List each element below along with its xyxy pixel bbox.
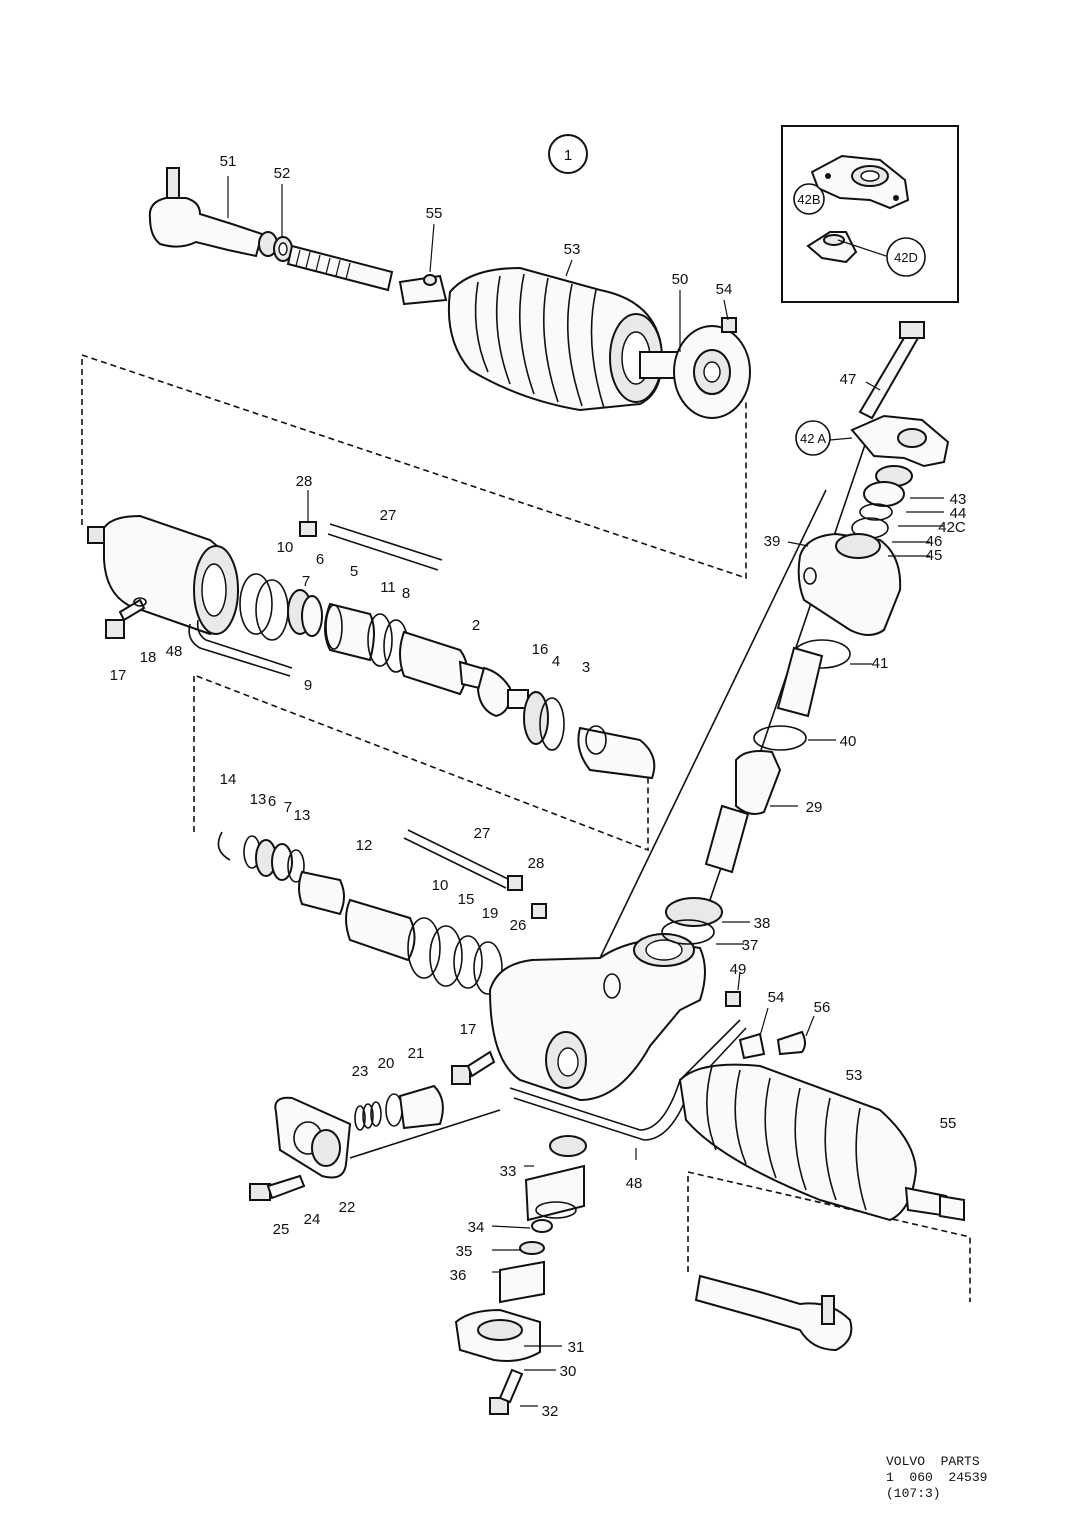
part-number-label: 25 [273,1221,290,1238]
inset-label: 42B [797,192,820,207]
part-number-label: 54 [768,989,785,1006]
steering-gear-housing [488,933,965,1352]
part-number-label: 55 [426,205,443,222]
part-number-label: 7 [302,573,310,590]
part-number-label: 15 [458,891,475,908]
part-number-label: 21 [408,1045,425,1062]
part-number-label: 29 [806,799,823,816]
part-number-label: 31 [568,1339,585,1356]
part-number-label: 16 [532,641,549,658]
leader-lines [227,176,944,1407]
part-number-label: 33 [500,1163,517,1180]
part-number-label: 41 [872,655,889,672]
part-number-label: 7 [284,799,292,816]
callout-label: 42 A [800,431,826,446]
part-number-label: 36 [450,1267,467,1284]
inset-label: 42D [894,250,918,265]
pinion-column [599,321,950,959]
dashed-guides [81,353,971,1302]
callout-circle [795,420,831,456]
part-number-label: 22 [339,1199,356,1216]
part-number-label: 23 [352,1063,369,1080]
part-number-label: 35 [456,1243,473,1260]
part-number-label: 40 [840,733,857,750]
part-number-label: 14 [220,771,237,788]
inset-box: 42B 42D [781,125,959,303]
cylinder-assembly-upper [87,514,656,780]
figure-number: 1 [564,147,572,164]
part-number-label: 19 [482,905,499,922]
part-number-label: 45 [926,547,943,564]
part-number-label: 13 [294,807,311,824]
part-number-label: 6 [268,793,276,810]
part-number-label: 24 [304,1211,321,1228]
part-number-label: 52 [274,165,291,182]
part-number-label: 3 [582,659,590,676]
part-number-label: 20 [378,1055,395,1072]
part-number-label: 6 [316,551,324,568]
part-number-label: 43 [950,491,967,508]
part-number-label: 44 [950,505,967,522]
part-number-label: 4 [552,653,560,670]
part-number-label: 10 [432,877,449,894]
part-number-label: 34 [468,1219,485,1236]
part-number-label: 30 [560,1363,577,1380]
part-number-label: 39 [764,533,781,550]
part-number-label: 28 [528,855,545,872]
part-number-label: 9 [304,677,312,694]
tie-rod-assembly-upper [148,167,751,419]
part-number-label: 2 [472,617,480,634]
part-number-label: 32 [542,1403,559,1420]
part-number-label: 46 [926,533,943,550]
part-number-label: 51 [220,153,237,170]
part-number-label: 49 [730,961,747,978]
part-number-label: 48 [166,643,183,660]
part-number-label: 5 [350,563,358,580]
part-number-label: 13 [250,791,267,808]
footer-line-2: 1 060 24539 [886,1470,988,1485]
part-number-label: 48 [626,1175,643,1192]
callout-labels: 42 A [795,420,831,456]
part-number-label: 38 [754,915,771,932]
part-number-label: 10 [277,539,294,556]
part-number-label: 18 [140,649,157,666]
part-number-label: 53 [846,1067,863,1084]
part-number-label: 55 [940,1115,957,1132]
part-number-label: 42C [938,519,966,536]
cylinder-assembly-lower [217,829,547,995]
part-number-label: 47 [840,371,857,388]
footer-line-3: (107:3) [886,1486,941,1501]
bottom-stack [454,1135,587,1415]
part-number-label: 27 [380,507,397,524]
part-number-label: 27 [474,825,491,842]
part-number-label: 12 [356,837,373,854]
cover-and-spring-parts [249,1050,501,1201]
figure-number-badge: 1 [548,134,588,174]
part-number-label: 53 [564,241,581,258]
part-number-label: 17 [110,667,127,684]
part-number-label: 17 [460,1021,477,1038]
part-number-label: 37 [742,937,759,954]
part-number-label: 54 [716,281,733,298]
part-number-label: 50 [672,271,689,288]
part-number-label: 11 [380,579,396,596]
footer-line-1: VOLVO PARTS [886,1454,980,1469]
part-number-label: 28 [296,473,313,490]
part-number-label: 26 [510,917,527,934]
part-number-label: 8 [402,585,410,602]
part-number-label: 56 [814,999,831,1016]
